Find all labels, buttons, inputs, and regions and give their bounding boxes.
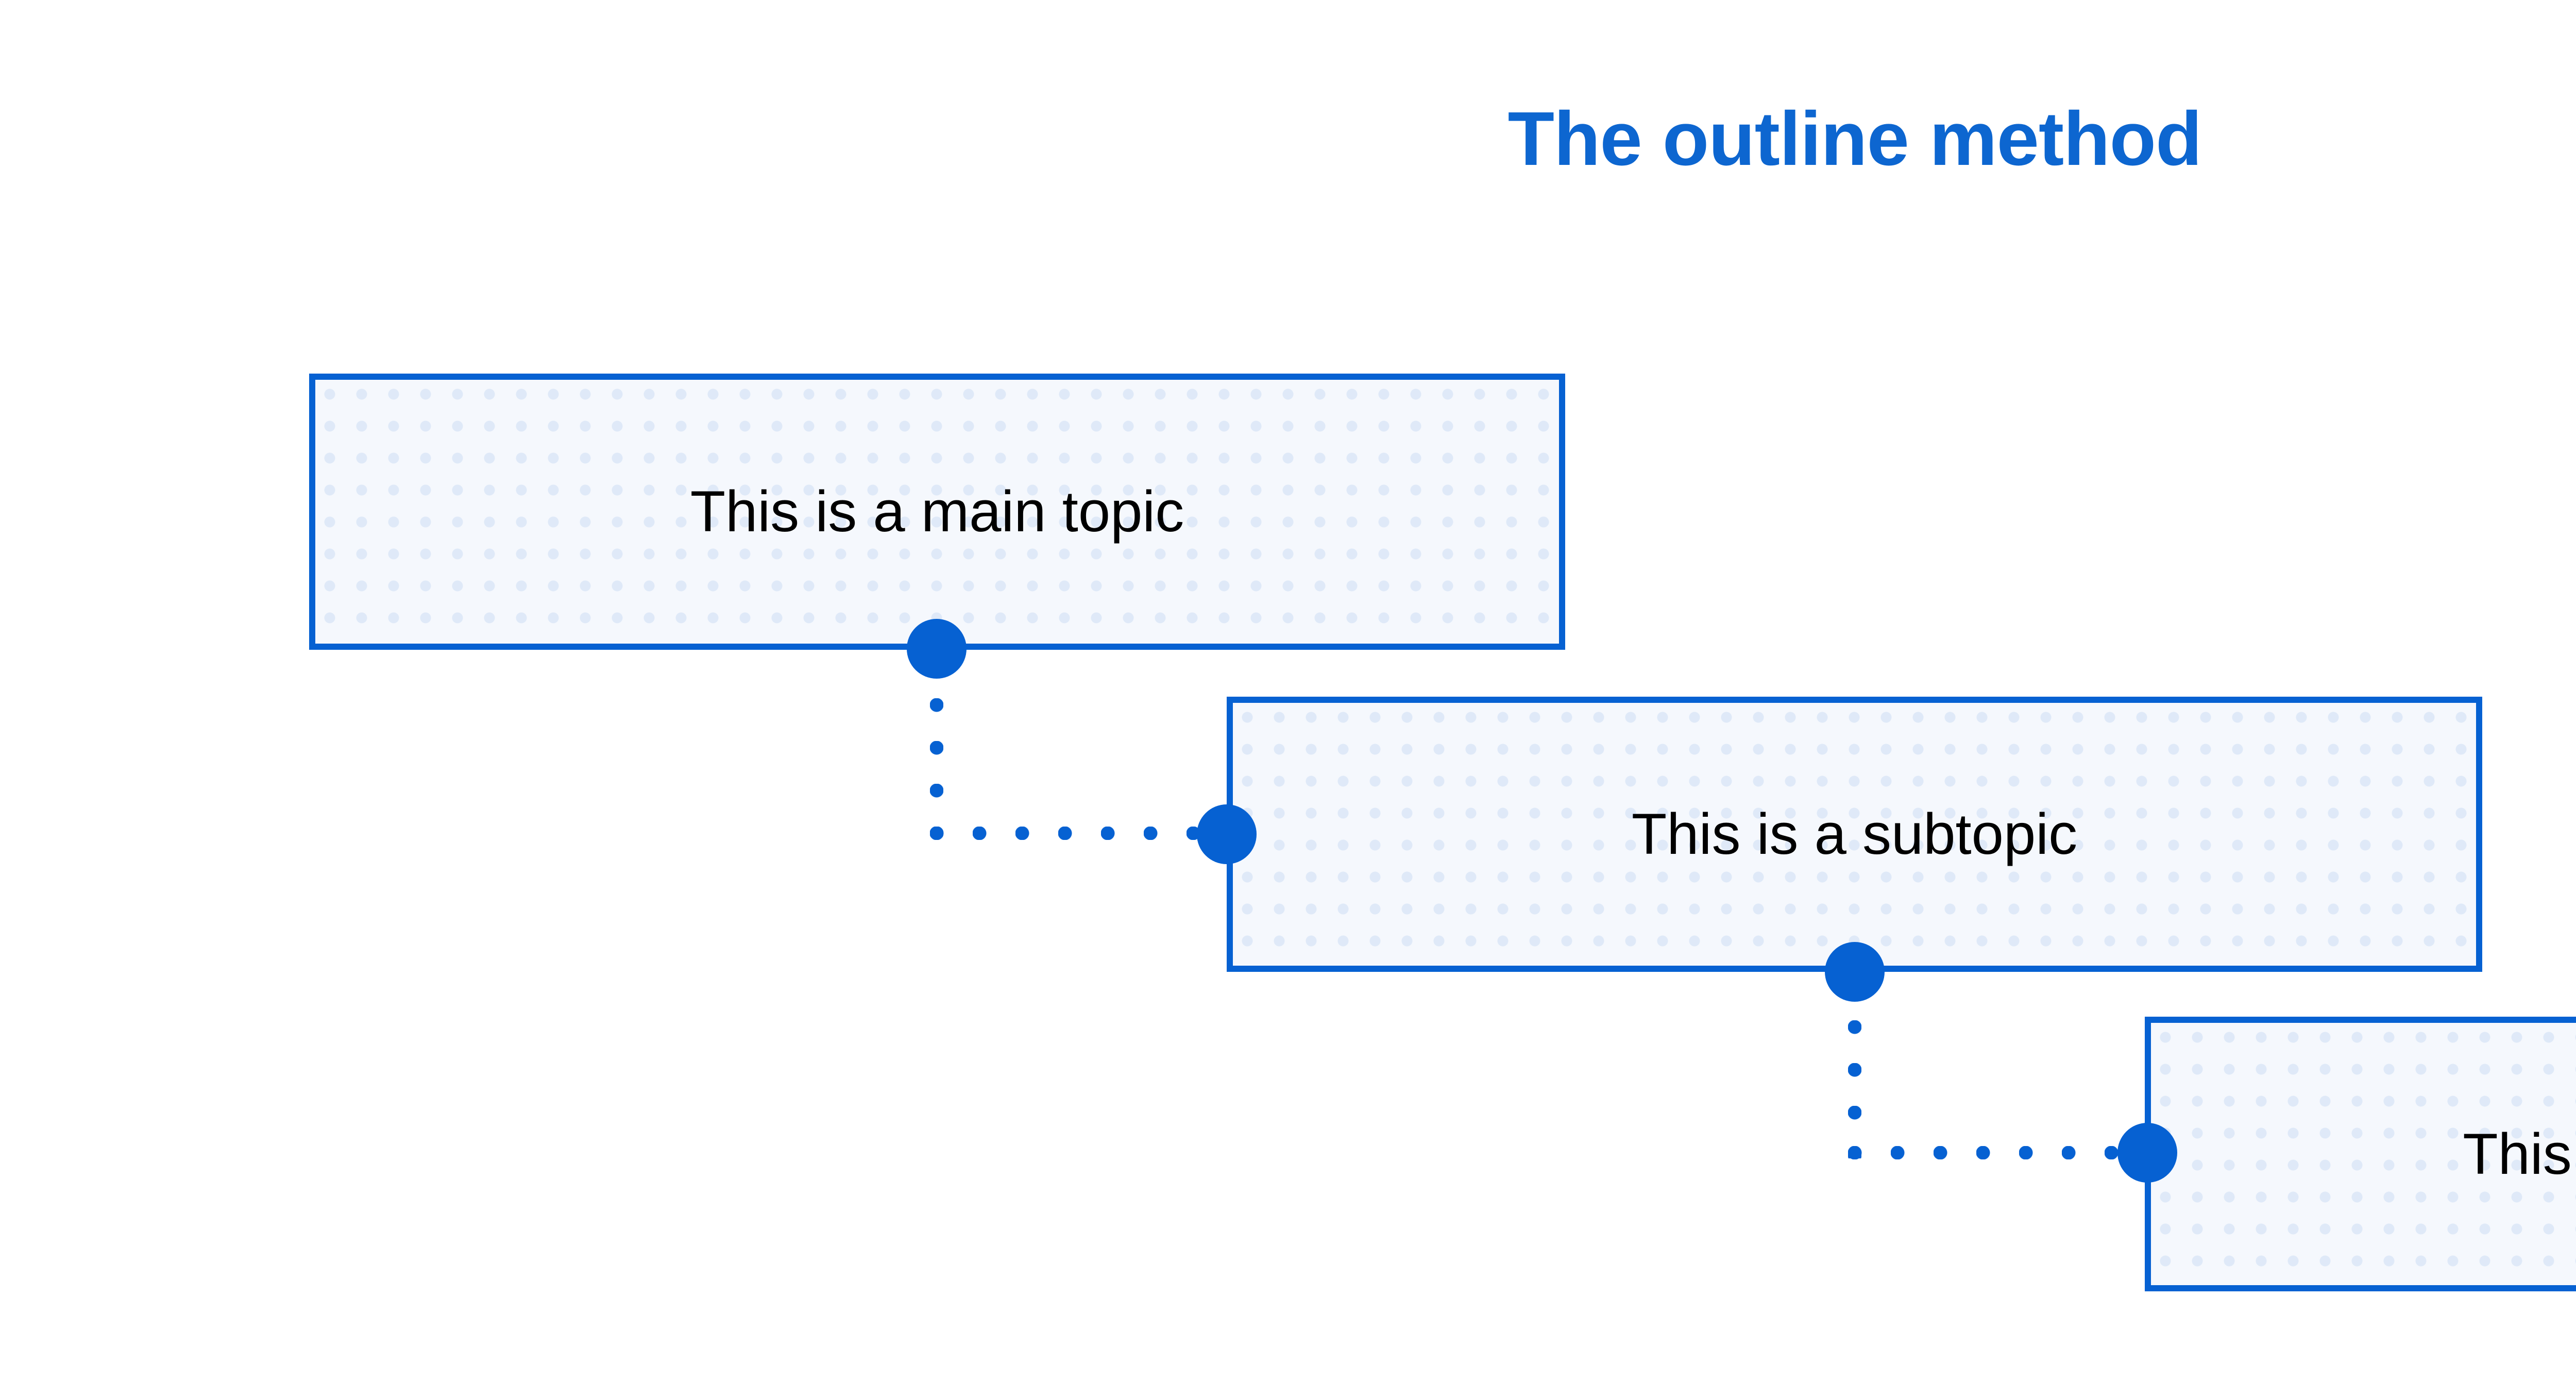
node-subtopic-label: This is a subtopic: [1631, 802, 2078, 867]
connector-knob-main-topic-bottom[interactable]: [907, 619, 967, 679]
node-subtopic[interactable]: This is a subtopic: [1227, 697, 2482, 972]
node-note[interactable]: This is a note or thought: [2145, 1017, 2576, 1291]
node-note-label: This is a note or thought: [2463, 1121, 2576, 1186]
page-title: The outline method: [1507, 96, 2202, 181]
connector-sub-to-note-horizontal: [1848, 1146, 2137, 1159]
connector-sub-to-note-vertical: [1848, 1020, 1861, 1158]
node-main-topic[interactable]: This is a main topic: [309, 374, 1565, 650]
connector-knob-subtopic-left[interactable]: [1197, 804, 1257, 864]
node-main-topic-label: This is a main topic: [690, 479, 1184, 544]
connector-main-to-sub-vertical: [930, 698, 943, 837]
connector-knob-subtopic-bottom[interactable]: [1825, 942, 1885, 1002]
connector-main-to-sub-horizontal: [930, 827, 1218, 840]
connector-knob-note-left[interactable]: [2117, 1123, 2177, 1183]
